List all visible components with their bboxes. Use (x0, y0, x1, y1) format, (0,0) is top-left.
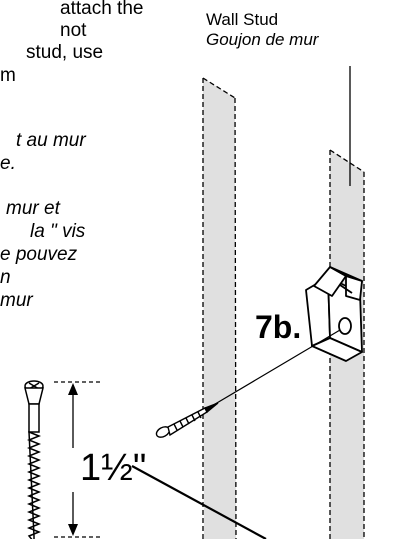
screw-length-label: 1½" (80, 447, 147, 489)
instruction-en-line-1: attach the (60, 0, 144, 19)
wall-stud-label-fr: Goujon de mur (206, 30, 319, 49)
instruction-fr-line-7: mur (0, 290, 33, 311)
instruction-fr-line-5: e pouvez (0, 244, 78, 265)
wall-stud-label-en: Wall Stud (206, 10, 279, 29)
floor-line (131, 465, 267, 539)
step-label: 7b. (255, 309, 302, 345)
wall-bracket-icon (305, 266, 363, 362)
wall-stud-icon (202, 77, 237, 539)
instruction-fr-line-6: n (0, 267, 11, 288)
wood-screw-icon (155, 402, 219, 438)
instruction-en-line-4: m (0, 65, 16, 86)
instruction-en-line-3: stud, use (26, 42, 104, 63)
instruction-fr-line-3: mur et (6, 198, 60, 219)
instruction-fr-line-4: la " vis (30, 221, 86, 242)
wall-stud-label: Wall Stud Goujon de mur (206, 10, 318, 50)
instruction-fr-line-1: t au mur (16, 130, 86, 151)
instruction-en-line-2: not (60, 20, 87, 41)
dimension-arrow-icon (54, 381, 100, 538)
reference-screw-icon (24, 380, 44, 539)
screw-alignment-line (204, 329, 341, 411)
instruction-fr-line-2: e. (0, 153, 16, 174)
